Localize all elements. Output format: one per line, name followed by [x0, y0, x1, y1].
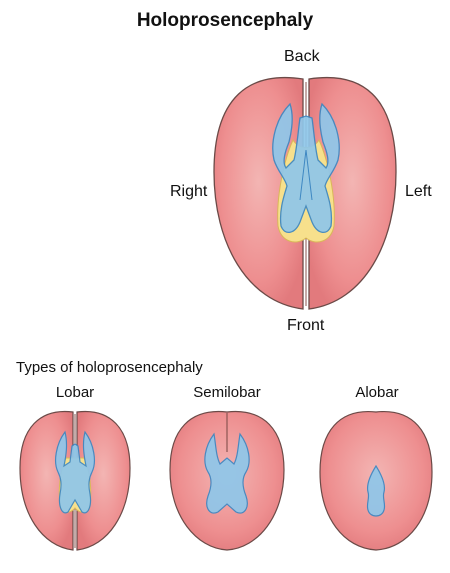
types-section-heading: Types of holoprosencephaly	[16, 359, 203, 376]
label-right-side: Right	[170, 183, 208, 200]
type-label-semilobar: Semilobar	[193, 384, 261, 401]
lobar-ventricles	[55, 430, 95, 514]
main-ventricles	[272, 102, 340, 233]
main-brain	[213, 76, 397, 310]
diagram-title: Holoprosencephaly	[136, 10, 314, 31]
alobar-brain	[319, 410, 433, 551]
main-third-ventricle	[299, 149, 313, 201]
type-label-alobar: Alobar	[355, 384, 399, 401]
label-left-side: Left	[405, 183, 432, 200]
label-back: Back	[284, 48, 320, 65]
alobar-single-ventricle	[366, 464, 386, 517]
type-label-lobar: Lobar	[55, 384, 95, 401]
semilobar-brain	[169, 410, 285, 551]
lobar-brain	[19, 410, 131, 551]
label-front: Front	[287, 317, 325, 334]
semilobar-ventricle	[204, 432, 250, 514]
